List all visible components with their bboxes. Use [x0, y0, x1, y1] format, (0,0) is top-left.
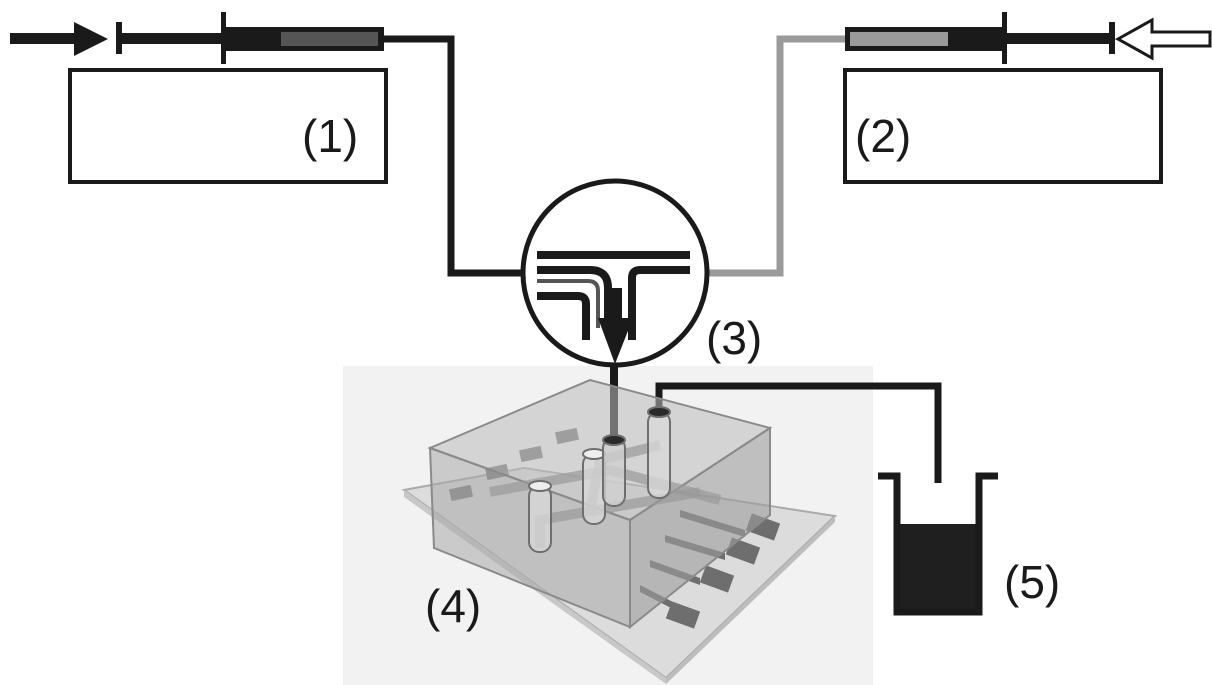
pump-1-label: (1)	[302, 110, 358, 162]
tubing-pump-1	[384, 35, 522, 277]
chip-label: (4)	[425, 580, 481, 632]
waste-beaker-icon: (5)	[878, 472, 1060, 616]
mixer-label: (3)	[706, 312, 762, 364]
microfluidic-chip: (4)	[401, 378, 838, 684]
pump-1-box	[68, 68, 388, 184]
tubing-pump-2	[708, 35, 845, 277]
syringe-pump-2: (2)	[843, 12, 1163, 184]
chip-tubes	[528, 406, 671, 553]
waste-label: (5)	[1004, 556, 1060, 608]
syringe-pump-1: (1)	[68, 12, 388, 184]
solid-arrow-right-icon	[10, 22, 108, 56]
waste-fluid	[900, 524, 976, 612]
hollow-arrow-left-icon	[1114, 17, 1212, 61]
syringe-2	[845, 12, 1115, 64]
t-junction-mixer-icon: (3)	[520, 178, 762, 368]
pump-2-label: (2)	[855, 110, 911, 162]
syringe-1	[116, 12, 384, 64]
pump-2-box	[843, 68, 1163, 184]
